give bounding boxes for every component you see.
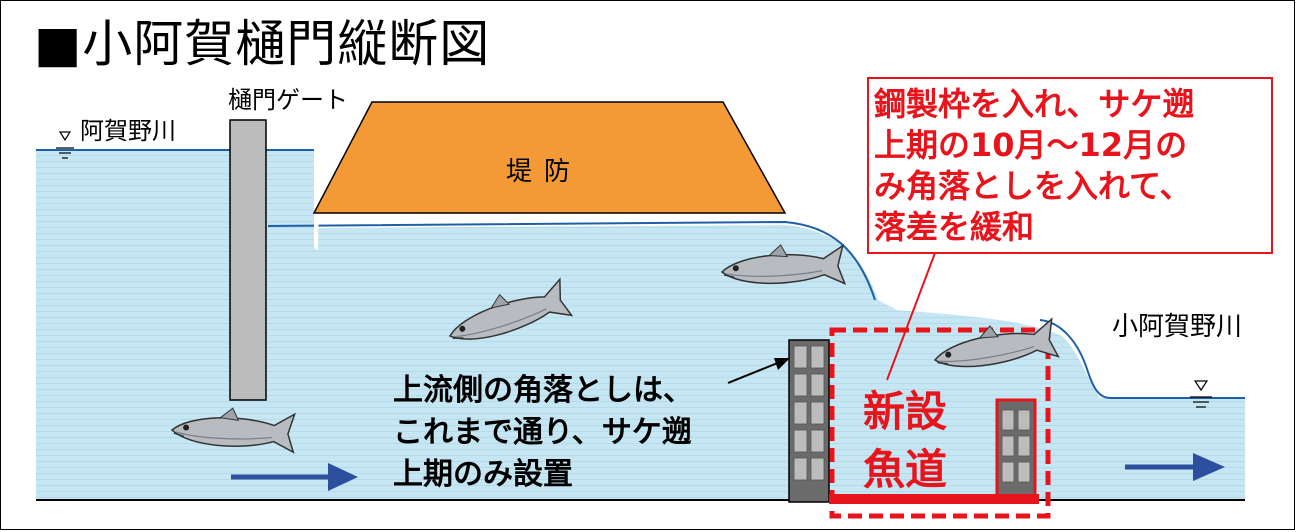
note-arrow — [727, 358, 790, 384]
water-level-marker-icon — [1190, 380, 1212, 408]
fishway-frame — [995, 398, 1037, 502]
fishway-base — [829, 494, 1039, 504]
river-label-agano: 阿賀野川 — [80, 117, 176, 145]
callout-line: 上期の10月～12月の — [874, 126, 1188, 164]
upstream-stoplog-note: 上流側の角落としは、 これまで通り、サケ遡 上期のみ設置 — [393, 370, 693, 496]
flow-arrow-icon — [1125, 453, 1225, 481]
stoplog-frame — [788, 339, 830, 503]
new-fishway-label: 新設 魚道 — [863, 383, 947, 499]
sluice-gate — [229, 119, 267, 401]
water-level-marker-icon — [56, 131, 74, 159]
callout-pointer — [886, 252, 936, 381]
flow-arrow-icon — [231, 463, 358, 491]
gate-gap — [314, 150, 320, 250]
fishway-line: 魚道 — [863, 445, 948, 494]
callout-line: み角落としを入れて、 — [874, 167, 1192, 205]
gate-label: 樋門ゲート — [228, 86, 348, 114]
callout-box — [867, 77, 1273, 254]
river-label-koagano: 小阿賀野川 — [1112, 312, 1243, 342]
note-line: 上流側の角落としは、 — [393, 373, 693, 408]
levee-label: 堤防 — [506, 157, 583, 187]
page-title: ■小阿賀樋門縦断図 — [34, 15, 491, 73]
fishway-line: 新設 — [863, 387, 948, 436]
note-line: 上期のみ設置 — [393, 457, 573, 492]
new-fishway-highlight — [829, 327, 1051, 519]
callout-line: 鋼製枠を入れ、サケ遡 — [874, 85, 1195, 123]
note-line: これまで通り、サケ遡 — [393, 415, 692, 450]
inner-water-surface — [267, 220, 876, 301]
water-body — [36, 150, 1245, 500]
drop-water-surface — [1039, 319, 1245, 399]
callout-text: 鋼製枠を入れ、サケ遡 上期の10月～12月の み角落としを入れて、 落差を緩和 — [874, 84, 1194, 248]
callout-line: 落差を緩和 — [874, 208, 1035, 246]
levee-shape — [312, 101, 787, 214]
